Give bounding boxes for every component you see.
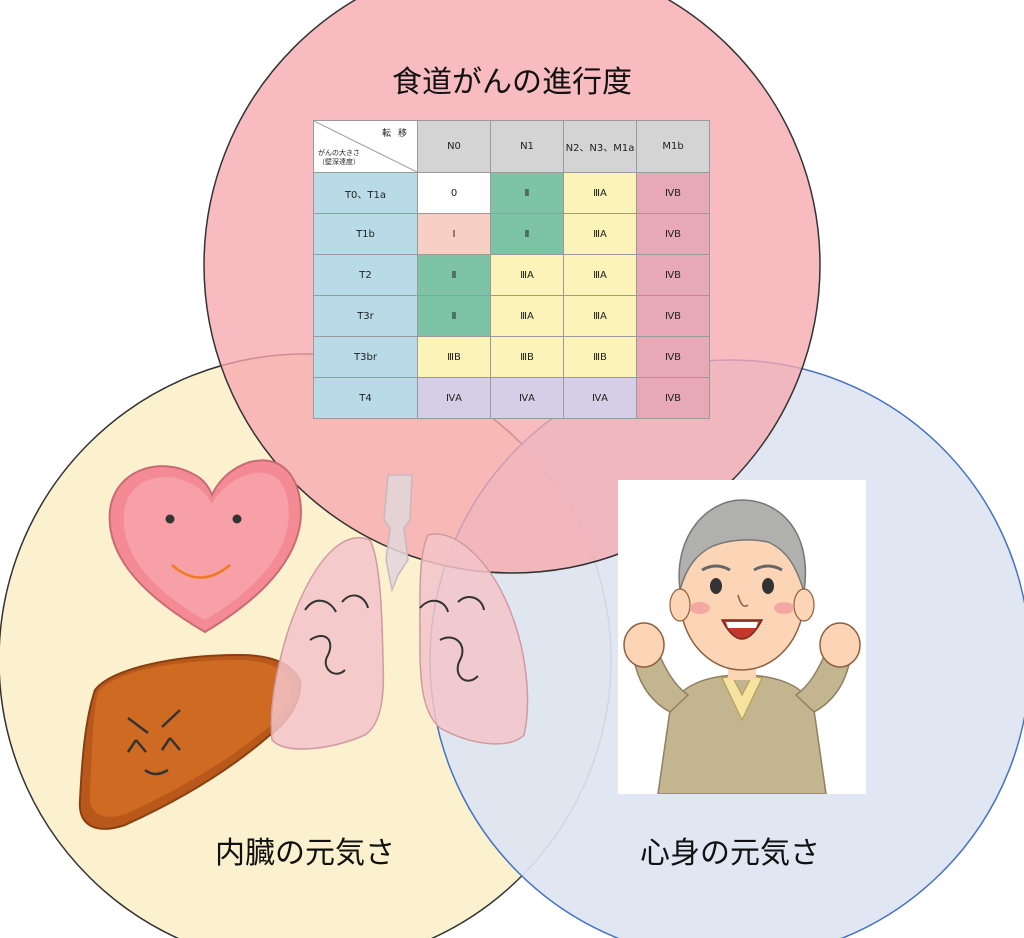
table-header-row: 転 移 がんの大きさ （壁深達度） N0 N1 N2、N3、M1a M1b (313, 120, 710, 173)
stage-cell: ⅣB (636, 336, 710, 378)
organ-health-label: 内臓の元気さ (215, 836, 395, 871)
row-header: T3br (313, 336, 418, 378)
stage-cell: ⅢA (490, 295, 564, 337)
column-header: N1 (490, 120, 564, 173)
column-header: N0 (417, 120, 491, 173)
stage-cell: ⅣB (636, 377, 710, 419)
stage-cell: ⅣB (636, 254, 710, 296)
row-header: T3r (313, 295, 418, 337)
corner-size-line1: がんの大きさ (318, 149, 360, 157)
corner-size-label: がんの大きさ （壁深達度） (318, 149, 360, 167)
column-header: N2、N3、M1a (563, 120, 637, 173)
row-header: T0、T1a (313, 172, 418, 214)
stage-cell: ⅢA (563, 213, 637, 255)
stage-cell: ⅣB (636, 295, 710, 337)
heart-character-icon (108, 459, 302, 634)
stage-cell: ⅣB (636, 213, 710, 255)
stage-cell: 0 (417, 172, 491, 214)
lungs-character-icon (270, 474, 529, 750)
stage-cell: Ⅱ (417, 254, 491, 296)
stage-cell: Ⅱ (490, 213, 564, 255)
stage-cell: ⅢA (563, 295, 637, 337)
stage-cell: ⅢA (563, 172, 637, 214)
stage-cell: ⅣA (563, 377, 637, 419)
corner-metastasis-label: 転 移 (382, 129, 409, 139)
row-header: T1b (313, 213, 418, 255)
table-corner-cell: 転 移 がんの大きさ （壁深達度） (313, 120, 418, 173)
row-header: T2 (313, 254, 418, 296)
stage-cell: Ⅰ (417, 213, 491, 255)
stage-cell: ⅢA (563, 254, 637, 296)
stage-cell: Ⅱ (417, 295, 491, 337)
esophageal-cancer-stage-table: 転 移 がんの大きさ （壁深達度） N0 N1 N2、N3、M1a M1b T0… (313, 120, 710, 419)
stage-cell: ⅢB (417, 336, 491, 378)
stage-cell: ⅣA (490, 377, 564, 419)
stage-cell: ⅢB (563, 336, 637, 378)
mind-body-health-label: 心身の元気さ (640, 836, 820, 871)
stage-cell: ⅢA (490, 254, 564, 296)
diagonal-divider (314, 121, 417, 172)
liver-character-icon (78, 653, 302, 830)
stage-cell: Ⅱ (490, 172, 564, 214)
stage-cell: ⅣA (417, 377, 491, 419)
stage-cell: ⅣB (636, 172, 710, 214)
corner-size-line2: （壁深達度） (318, 158, 360, 166)
cancer-stage-title: 食道がんの進行度 (392, 65, 632, 100)
row-header: T4 (313, 377, 418, 419)
column-header: M1b (636, 120, 710, 173)
elderly-man-cheering-icon (618, 480, 866, 795)
stage-cell: ⅢB (490, 336, 564, 378)
